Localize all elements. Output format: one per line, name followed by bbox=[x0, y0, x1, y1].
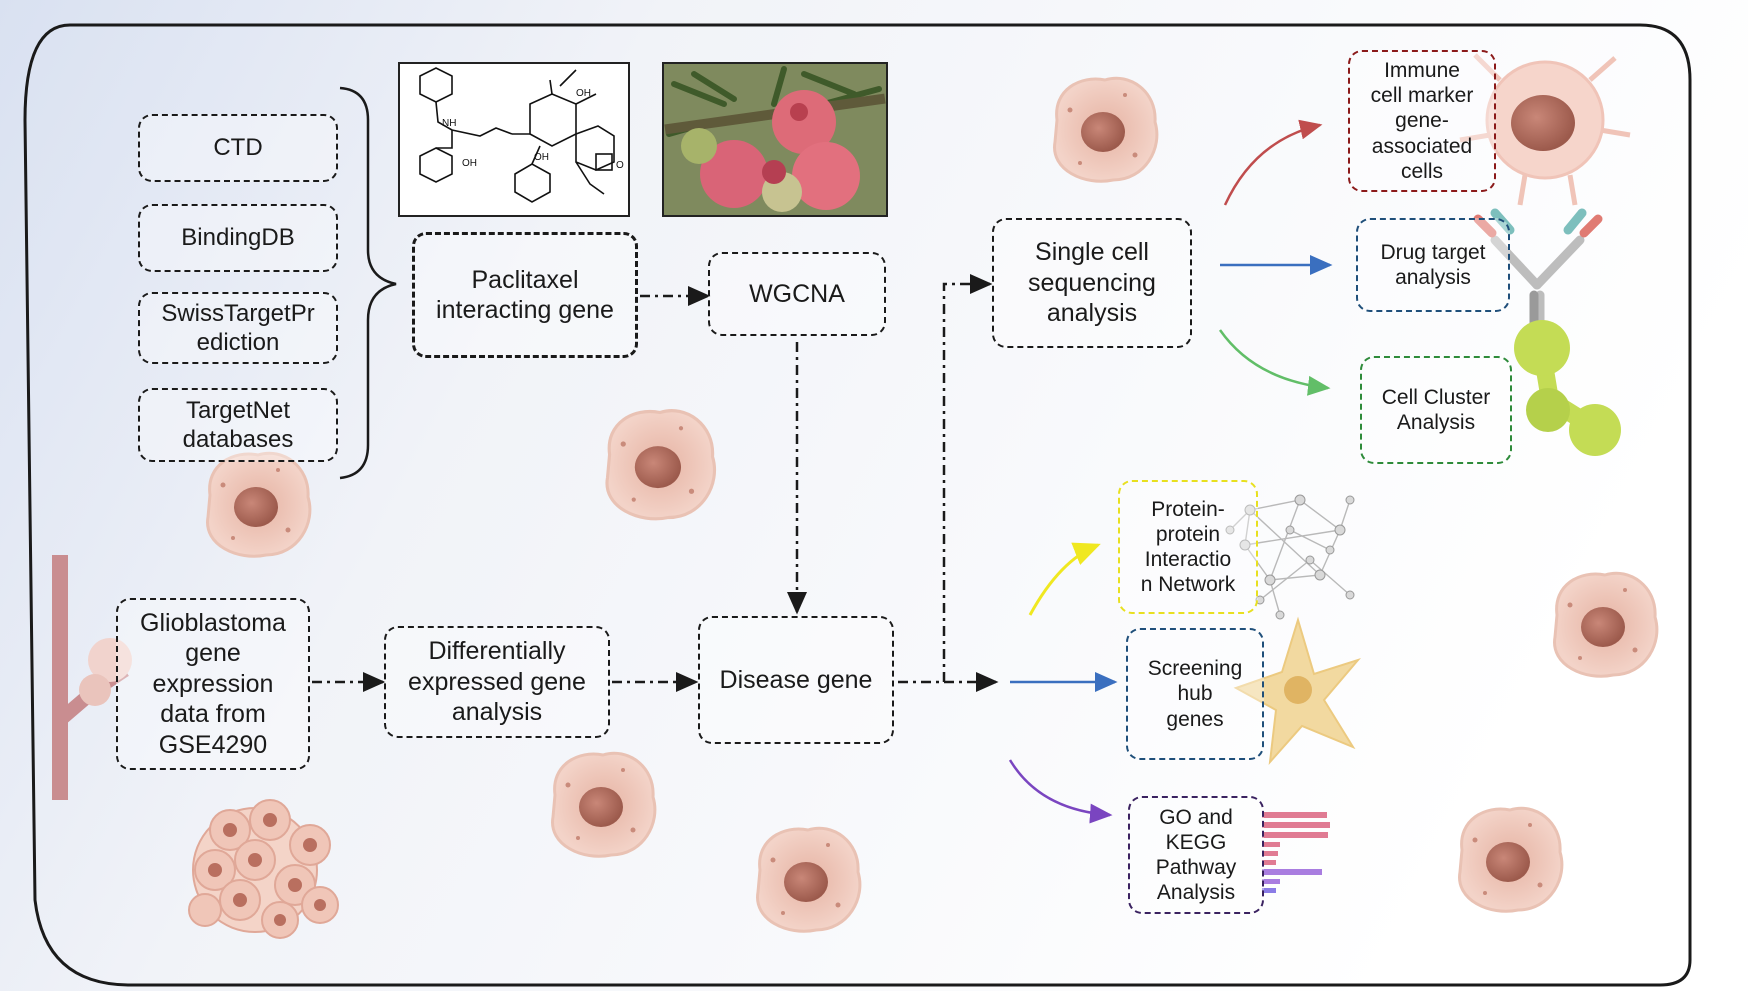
yew-berries-photo bbox=[662, 62, 888, 217]
disease-gene-label: Disease gene bbox=[719, 665, 873, 694]
paclitaxel-interacting-gene-node: Paclitaxel interacting gene bbox=[412, 232, 638, 358]
differentially-expressed-gene-node: Differentially expressed gene analysis bbox=[384, 626, 610, 738]
structure-oh-top-label: OH bbox=[576, 88, 591, 99]
paclitaxel-structure-image: NH OH OH OH O bbox=[398, 62, 630, 217]
database-ctd-label: CTD bbox=[213, 134, 263, 162]
cell-cluster-analysis-label: Cell Cluster Analysis bbox=[1381, 385, 1491, 434]
cell-cluster-analysis-node: Cell Cluster Analysis bbox=[1360, 356, 1512, 464]
drug-target-analysis-node: Drug target analysis bbox=[1356, 218, 1510, 312]
structure-nh-label: NH bbox=[442, 118, 456, 129]
single-cell-sequencing-node: Single cell sequencing analysis bbox=[992, 218, 1192, 348]
database-targetnet-label: TargetNet databases bbox=[182, 396, 294, 453]
disease-gene-node: Disease gene bbox=[698, 616, 894, 744]
database-swisstargetprediction: SwissTargetPr ediction bbox=[138, 292, 338, 364]
glioblastoma-data-node: Glioblastoma gene expression data from G… bbox=[116, 598, 310, 770]
wgcna-label: WGCNA bbox=[749, 279, 845, 308]
ppi-network-label: Protein- protein Interactio n Network bbox=[1140, 497, 1236, 597]
wgcna-node: WGCNA bbox=[708, 252, 886, 336]
database-targetnet: TargetNet databases bbox=[138, 388, 338, 462]
database-bindingdb-label: BindingDB bbox=[181, 224, 295, 252]
immune-cell-marker-node: Immune cell marker gene- associated cell… bbox=[1348, 50, 1496, 192]
structure-oh-left-label: OH bbox=[462, 158, 477, 169]
paclitaxel-interacting-gene-label: Paclitaxel interacting gene bbox=[436, 265, 614, 325]
database-swisstargetprediction-label: SwissTargetPr ediction bbox=[161, 299, 315, 356]
immune-cell-marker-label: Immune cell marker gene- associated cell… bbox=[1370, 59, 1474, 183]
structure-o-right-label: O bbox=[616, 160, 624, 171]
ppi-network-node: Protein- protein Interactio n Network bbox=[1118, 480, 1258, 614]
differentially-expressed-gene-label: Differentially expressed gene analysis bbox=[408, 637, 586, 727]
screening-hub-genes-label: Screening hub genes bbox=[1147, 657, 1243, 731]
go-kegg-pathway-label: GO and KEGG Pathway Analysis bbox=[1155, 805, 1237, 905]
go-kegg-pathway-node: GO and KEGG Pathway Analysis bbox=[1128, 796, 1264, 914]
database-ctd: CTD bbox=[138, 114, 338, 182]
drug-target-analysis-label: Drug target analysis bbox=[1380, 240, 1486, 289]
structure-oh-mid-label: OH bbox=[534, 152, 549, 163]
database-bindingdb: BindingDB bbox=[138, 204, 338, 272]
glioblastoma-data-label: Glioblastoma gene expression data from G… bbox=[140, 608, 286, 759]
screening-hub-genes-node: Screening hub genes bbox=[1126, 628, 1264, 760]
single-cell-sequencing-label: Single cell sequencing analysis bbox=[1028, 238, 1156, 328]
